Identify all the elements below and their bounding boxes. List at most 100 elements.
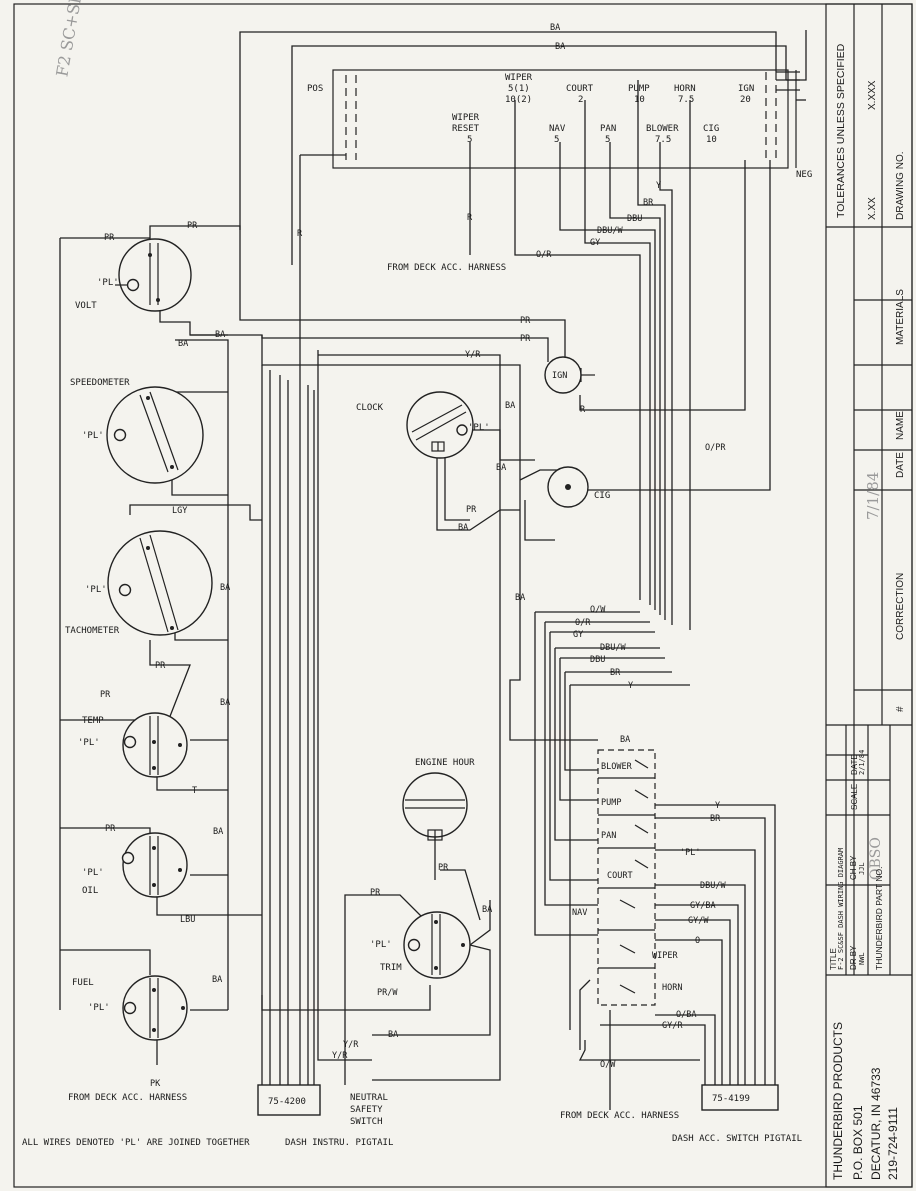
tachometer-pl-label: 'PL' <box>85 585 107 595</box>
fuse-court-rating: 2 <box>578 95 583 105</box>
wire-r-wiper-reset: R <box>467 213 473 223</box>
pigtail-left-part: 75-4200 <box>268 1097 306 1107</box>
fuse-pump-rating: 10 <box>634 95 645 105</box>
pigtail-right-part: 75-4199 <box>712 1094 750 1104</box>
wire-o-wiper-out: O <box>695 936 700 946</box>
wire-pl-pan-out: 'PL' <box>680 848 700 858</box>
wire-pr-volt-2: PR <box>104 233 115 243</box>
wire-ba-temp: BA <box>220 698 230 708</box>
cig-lighter <box>547 466 589 508</box>
clock-label: CLOCK <box>356 403 384 413</box>
engine-hour-label: ENGINE HOUR <box>415 758 475 768</box>
fuse-court-name: COURT <box>566 84 594 94</box>
wire-opr-cig: O/PR <box>705 443 726 453</box>
fuse-wiper-rating-1: 5(1) <box>508 84 530 94</box>
volt-label: VOLT <box>75 301 97 311</box>
from-deck-harness-left: FROM DECK ACC. HARNESS <box>68 1093 187 1103</box>
pigtail-left <box>257 1084 321 1116</box>
temp-pl-label: 'PL' <box>78 738 100 748</box>
tolerance-xx: X.XX <box>867 197 878 220</box>
trim-pl-label: 'PL' <box>370 940 392 950</box>
wire-ba-clock: BA <box>505 401 515 411</box>
fuse-pan-name: PAN <box>600 124 616 134</box>
wire-dbuw-court-out: DBU/W <box>700 881 726 891</box>
footnote-pl: ALL WIRES DENOTED 'PL' ARE JOINED TOGETH… <box>22 1138 250 1148</box>
wire-oba-horn-out: O/BA <box>676 1010 696 1020</box>
drawing-no-label: DRAWING NO. <box>895 151 906 220</box>
switch-court-label: COURT <box>607 871 633 881</box>
wire-y-blower: Y <box>656 181 661 191</box>
title-block <box>825 3 913 1188</box>
fuse-nav-rating: 5 <box>554 135 559 145</box>
fuse-wiper-reset-sub: RESET <box>452 124 480 134</box>
wire-t-temp: T <box>192 786 197 796</box>
ign-switch <box>544 356 595 394</box>
wire-br-pump: BR <box>643 198 654 208</box>
fuse-blower-name: BLOWER <box>646 124 679 134</box>
component-labels: VOLT 'PL' SPEEDOMETER 'PL' TACHOMETER 'P… <box>22 263 802 1148</box>
wire-y-bank: Y <box>628 681 633 691</box>
oil-label: OIL <box>82 886 98 896</box>
wire-gy-bank: GY <box>573 630 583 640</box>
company-name: THUNDERBIRD PRODUCTS <box>831 1022 845 1180</box>
wire-ba-top-2: BA <box>555 42 565 52</box>
wire-pr-hour: PR <box>438 863 449 873</box>
rev-date-label: DATE <box>895 452 906 478</box>
fuse-wiper-reset-rating: 5 <box>467 135 472 145</box>
trim-gauge <box>403 911 471 979</box>
wire-ba-cig: BA <box>496 463 506 473</box>
fuse-wiper-name: WIPER <box>505 73 533 83</box>
wire-yr-neutral-1: Y/R <box>343 1040 359 1050</box>
wire-pk-fuel: PK <box>150 1079 161 1089</box>
trim-label: TRIM <box>380 963 402 973</box>
pos-label: POS <box>307 84 323 94</box>
wire-ba-down: BA <box>515 593 525 603</box>
wire-pr-tach: PR <box>155 661 166 671</box>
wire-ba-trim: BA <box>482 905 492 915</box>
wire-y-blower-out: Y <box>715 801 720 811</box>
neutral-safety-line-3: SWITCH <box>350 1117 383 1127</box>
tachometer-gauge <box>107 530 213 636</box>
drawing-title: F-2 SC&SF DASH WIRING DIAGRAM <box>837 848 845 970</box>
wire-r-pos: R <box>297 229 303 239</box>
fuse-horn-rating: 7.5 <box>678 95 694 105</box>
wire-lgy: LGY <box>172 506 187 516</box>
wire-ba-bank: BA <box>620 735 630 745</box>
neg-label: NEG <box>796 170 812 180</box>
wire-ba-trim-2: BA <box>388 1030 398 1040</box>
wire-dbu-bank: DBU <box>590 655 605 665</box>
wire-gyr-horn-out: GY/R <box>662 1021 683 1031</box>
wire-lbu-oil: LBU <box>180 915 195 925</box>
speedometer-gauge <box>106 386 204 484</box>
wire-pr-clock: PR <box>466 505 477 515</box>
dash-instru-pigtail: DASH INSTRU. PIGTAIL <box>285 1138 393 1148</box>
handwritten-initials: OBSO <box>868 837 884 880</box>
switch-pan-label: PAN <box>601 831 616 841</box>
clock-gauge <box>406 391 474 459</box>
wire-pr-trim: PR <box>370 888 381 898</box>
cig-label: CIG <box>594 491 610 501</box>
switch-bank <box>597 749 656 1006</box>
correction-label: CORRECTION <box>895 573 906 640</box>
fuse-wiper-reset-name: WIPER <box>452 113 480 123</box>
speedometer-pl-label: 'PL' <box>82 431 104 441</box>
fuse-ign-name: IGN <box>738 84 754 94</box>
wire-pr-volt-1: PR <box>187 221 198 231</box>
name-label: NAME <box>895 411 906 440</box>
wire-ba-top-1: BA <box>550 23 560 33</box>
fuse-ign-rating: 20 <box>740 95 751 105</box>
fuse-blower-rating: 7.5 <box>655 135 671 145</box>
fuse-nav-name: NAV <box>549 124 566 134</box>
tolerances-label: TOLERANCES UNLESS SPECIFIED <box>835 43 847 218</box>
wire-pr-temp: PR <box>100 690 111 700</box>
fuse-cig-name: CIG <box>703 124 719 134</box>
part-no-label: THUNDERBIRD PART NO. <box>874 867 884 970</box>
wire-br-pump-out: BR <box>710 814 721 824</box>
fuse-horn-name: HORN <box>674 84 696 94</box>
address-line-1: P.O. BOX 501 <box>851 1105 865 1180</box>
date-label: DATE <box>850 754 859 775</box>
oil-pl-label: 'PL' <box>82 868 104 878</box>
from-deck-harness-top: FROM DECK ACC. HARNESS <box>387 263 506 273</box>
wire-labels: BA BA PR PR R R O/R GY DBU/W DBU BR Y BA… <box>100 23 726 1089</box>
temp-gauge <box>122 712 188 778</box>
